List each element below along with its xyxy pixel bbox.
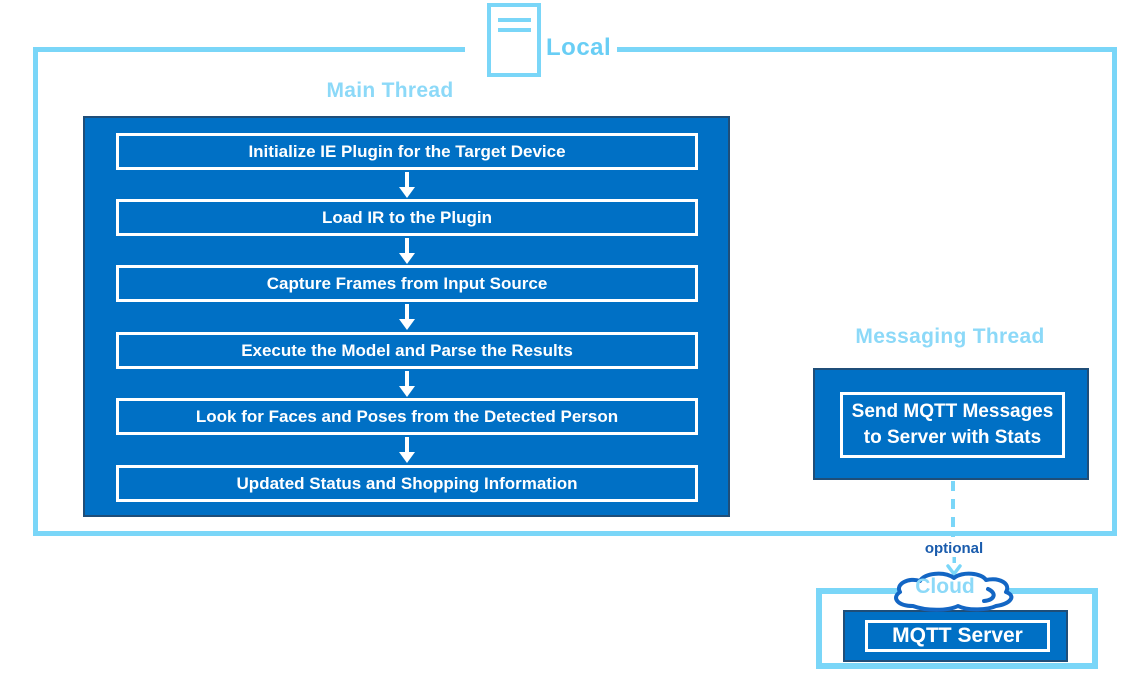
messaging-thread-title: Messaging Thread xyxy=(855,325,1045,348)
send-mqtt-step-line2: to Server with Stats xyxy=(863,427,1042,448)
flow-step: Execute the Model and Parse the Results xyxy=(116,332,698,369)
cloud-label: Cloud xyxy=(915,575,975,598)
arrow-down-icon xyxy=(399,172,415,198)
optional-label: optional xyxy=(924,540,984,557)
messaging-thread-panel: Send MQTT Messages to Server with Stats xyxy=(813,368,1089,480)
main-thread-panel: Initialize IE Plugin for the Target Devi… xyxy=(83,116,730,517)
cloud-icon xyxy=(894,571,1014,612)
document-icon-line xyxy=(498,28,531,32)
mqtt-server-box: MQTT Server xyxy=(865,620,1050,652)
flow-step: Updated Status and Shopping Information xyxy=(116,465,698,502)
flow-step: Load IR to the Plugin xyxy=(116,199,698,236)
flow-step: Capture Frames from Input Source xyxy=(116,265,698,302)
local-label: Local xyxy=(546,34,612,61)
main-thread-title: Main Thread xyxy=(326,79,454,102)
document-icon xyxy=(487,3,541,77)
arrow-down-icon xyxy=(399,371,415,397)
arrow-down-icon xyxy=(399,238,415,264)
mqtt-server-panel: MQTT Server xyxy=(843,610,1068,662)
document-icon-line xyxy=(498,18,531,22)
arrow-down-icon xyxy=(399,304,415,330)
flow-step: Initialize IE Plugin for the Target Devi… xyxy=(116,133,698,170)
send-mqtt-step-line1: Send MQTT Messages xyxy=(851,401,1054,423)
send-mqtt-step: Send MQTT Messages to Server with Stats xyxy=(840,392,1065,458)
arrow-down-icon xyxy=(399,437,415,463)
dashed-arrow-icon xyxy=(946,557,962,576)
flow-step: Look for Faces and Poses from the Detect… xyxy=(116,398,698,435)
dashed-connector xyxy=(951,481,955,537)
